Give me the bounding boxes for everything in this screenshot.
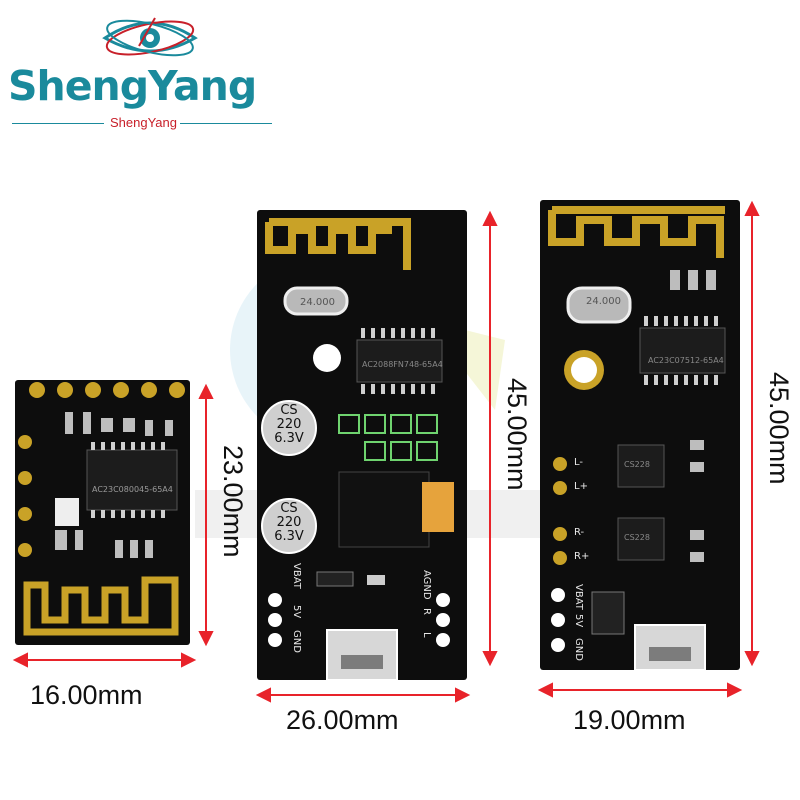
right-chip-label: AC23C07512-65A4: [648, 356, 724, 365]
capacitor-1-line-1: CS: [280, 403, 298, 418]
capacitor-2-label: CS 220 6.3V: [272, 502, 306, 544]
right-pin-l-minus: L-: [574, 457, 584, 468]
right-pin-r-minus: R-: [574, 527, 585, 538]
right-pin-r-plus: R+: [574, 551, 590, 562]
small-module-chip-label: AC23C080045-65A4: [92, 485, 173, 494]
middle-board-pcb: [257, 210, 467, 680]
middle-crystal-label: 24.000: [300, 297, 335, 308]
capacitor-1-line-2: 220: [276, 417, 302, 432]
middle-chip-label: AC2088FN748-65A4: [362, 360, 443, 369]
right-board-height-label: 45.00mm: [764, 372, 794, 485]
small-module-pcb: [15, 380, 190, 645]
middle-board-height-label: 45.00mm: [502, 378, 532, 491]
small-module-height-label: 23.00mm: [218, 445, 248, 558]
capacitor-1-label: CS 220 6.3V: [272, 404, 306, 446]
amp-chip-2-label: CS228: [624, 533, 650, 542]
brand-tagline: ShengYang: [110, 115, 177, 130]
right-crystal-label: 24.000: [586, 296, 621, 307]
capacitor-2-line-3: 6.3V: [274, 529, 304, 544]
brand-name: ShengYang: [8, 62, 257, 110]
capacitor-2-line-1: CS: [280, 501, 298, 516]
small-module-width-label: 16.00mm: [30, 680, 143, 710]
right-board-width-label: 19.00mm: [573, 705, 686, 735]
eye-logo-icon: [102, 17, 198, 57]
amp-chip-1-label: CS228: [624, 460, 650, 469]
right-pin-l-plus: L+: [574, 481, 588, 492]
capacitor-1-line-3: 6.3V: [274, 431, 304, 446]
capacitor-2-line-2: 220: [276, 515, 302, 530]
middle-board-width-label: 26.00mm: [286, 705, 399, 735]
right-board-pcb: [540, 200, 740, 670]
brand-divider-left: [12, 123, 104, 124]
brand-divider-right: [180, 123, 272, 124]
